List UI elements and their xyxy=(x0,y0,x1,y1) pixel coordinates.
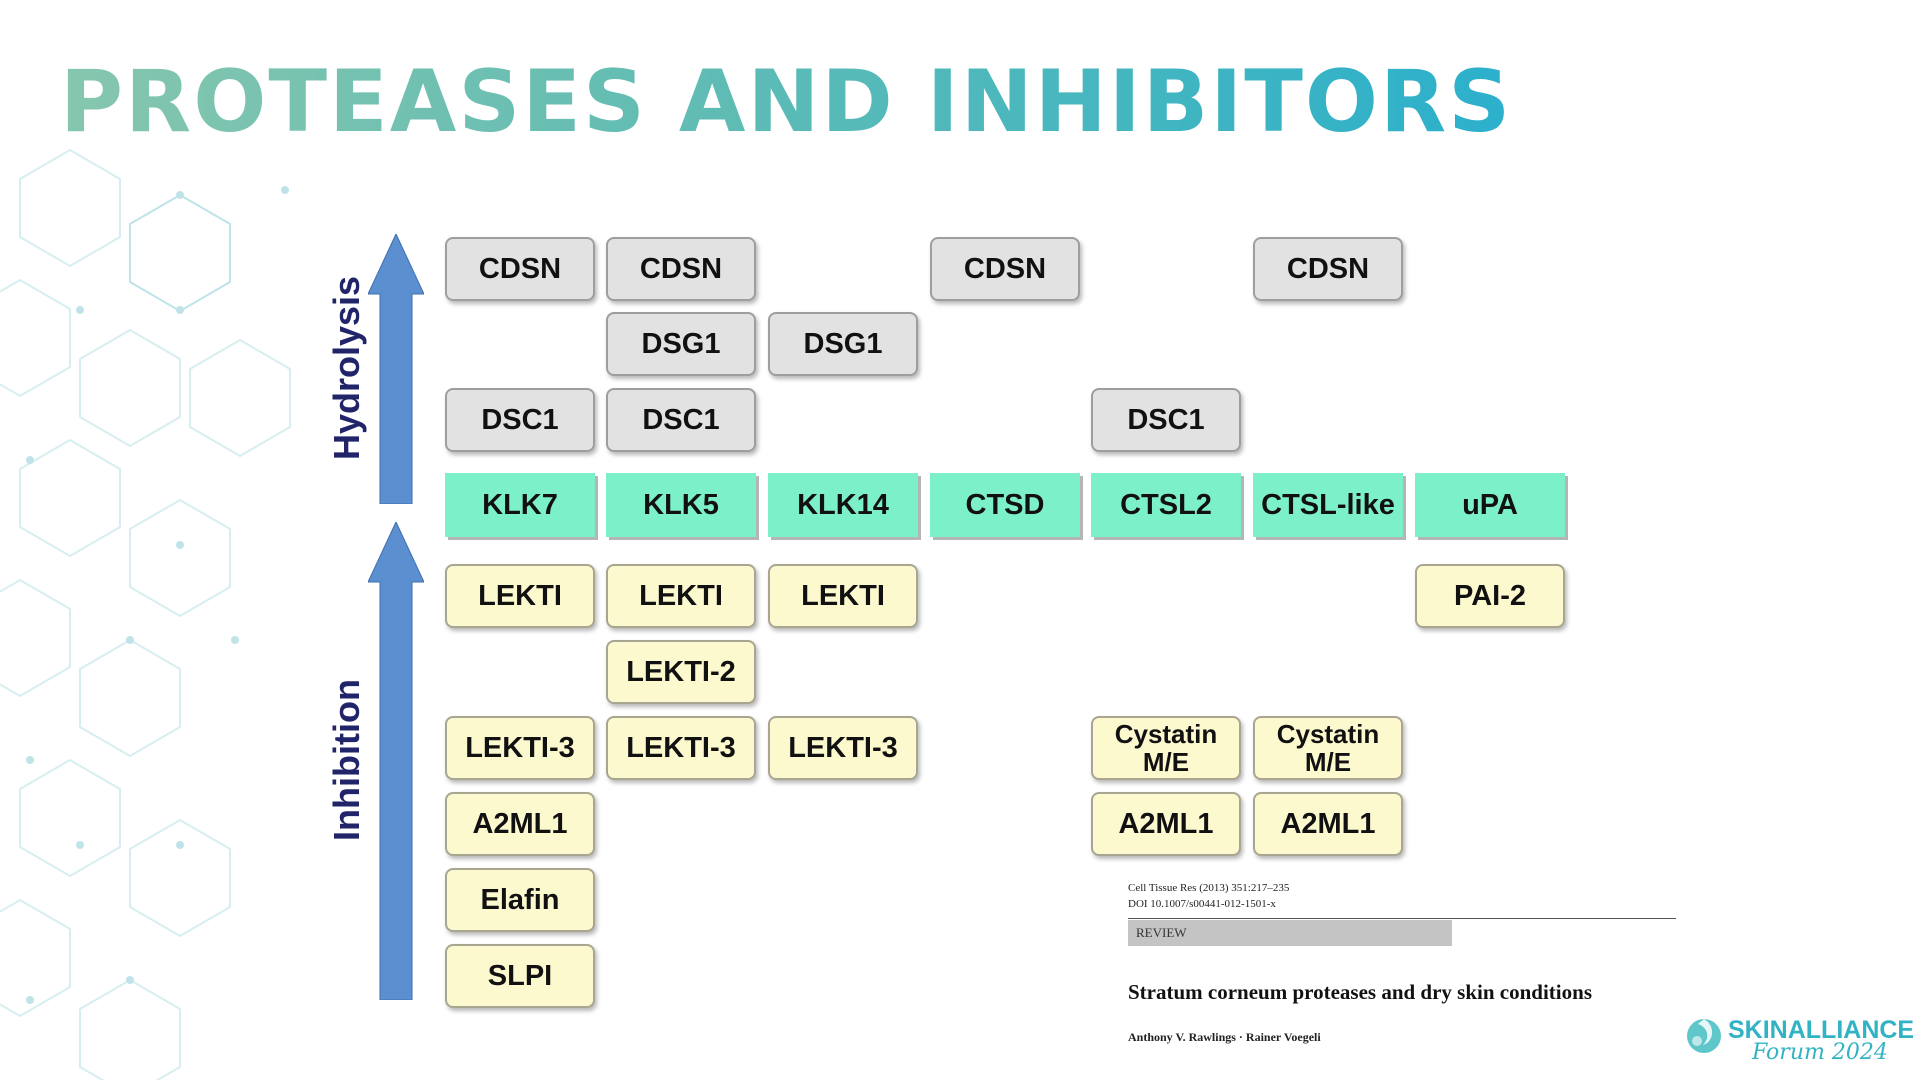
logo-name: SKINALLIANCE xyxy=(1728,1016,1915,1044)
hydrolysis-arrow xyxy=(368,234,424,504)
inhibitor-box: LEKTI-3 xyxy=(445,716,595,780)
inhibitor-box: LEKTI-2 xyxy=(606,640,756,704)
protease-box: CTSL-like xyxy=(1253,473,1403,537)
inhibitor-box: Cystatin M/E xyxy=(1253,716,1403,780)
substrate-box: CDSN xyxy=(606,237,756,301)
inhibitor-box: Elafin xyxy=(445,868,595,932)
inhibitor-box: A2ML1 xyxy=(1253,792,1403,856)
citation-title: Stratum corneum proteases and dry skin c… xyxy=(1128,980,1592,1004)
substrate-box: CDSN xyxy=(930,237,1080,301)
inhibition-label: Inhibition xyxy=(326,679,367,841)
inhibitor-box: A2ML1 xyxy=(1091,792,1241,856)
citation-authors: Anthony V. Rawlings · Rainer Voegeli xyxy=(1128,1030,1321,1044)
inhibitor-box: LEKTI xyxy=(606,564,756,628)
substrate-box: DSG1 xyxy=(768,312,918,376)
citation-journal: Cell Tissue Res (2013) 351:217–235 xyxy=(1128,882,1290,894)
inhibitor-box: LEKTI-3 xyxy=(768,716,918,780)
inhibition-arrow xyxy=(368,522,424,1000)
citation-divider xyxy=(1128,918,1676,919)
protease-box: KLK7 xyxy=(445,473,595,537)
inhibitor-box: PAI-2 xyxy=(1415,564,1565,628)
inhibitor-box: LEKTI xyxy=(768,564,918,628)
logo-subtitle: Forum 2024 xyxy=(1752,1040,1888,1065)
substrate-box: DSG1 xyxy=(606,312,756,376)
inhibitor-box: A2ML1 xyxy=(445,792,595,856)
inhibitor-box: SLPI xyxy=(445,944,595,1008)
inhibitor-box: LEKTI xyxy=(445,564,595,628)
substrate-box: DSC1 xyxy=(606,388,756,452)
substrate-box: DSC1 xyxy=(445,388,595,452)
substrate-box: CDSN xyxy=(445,237,595,301)
hydrolysis-label: Hydrolysis xyxy=(326,275,367,461)
citation-review-tag: REVIEW xyxy=(1128,920,1452,946)
protease-box: uPA xyxy=(1415,473,1565,537)
hexagon-background-pattern xyxy=(0,148,291,1080)
protease-box: KLK5 xyxy=(606,473,756,537)
protease-box: CTSL2 xyxy=(1091,473,1241,537)
inhibitor-box: LEKTI-3 xyxy=(606,716,756,780)
skin-alliance-swirl-icon xyxy=(1687,1019,1721,1053)
protease-box: KLK14 xyxy=(768,473,918,537)
protease-box: CTSD xyxy=(930,473,1080,537)
substrate-box: DSC1 xyxy=(1091,388,1241,452)
slide-title: PROTEASES AND INHIBITORS xyxy=(60,52,1513,152)
citation-doi: DOI 10.1007/s00441-012-1501-x xyxy=(1128,898,1276,910)
inhibitor-box: Cystatin M/E xyxy=(1091,716,1241,780)
substrate-box: CDSN xyxy=(1253,237,1403,301)
